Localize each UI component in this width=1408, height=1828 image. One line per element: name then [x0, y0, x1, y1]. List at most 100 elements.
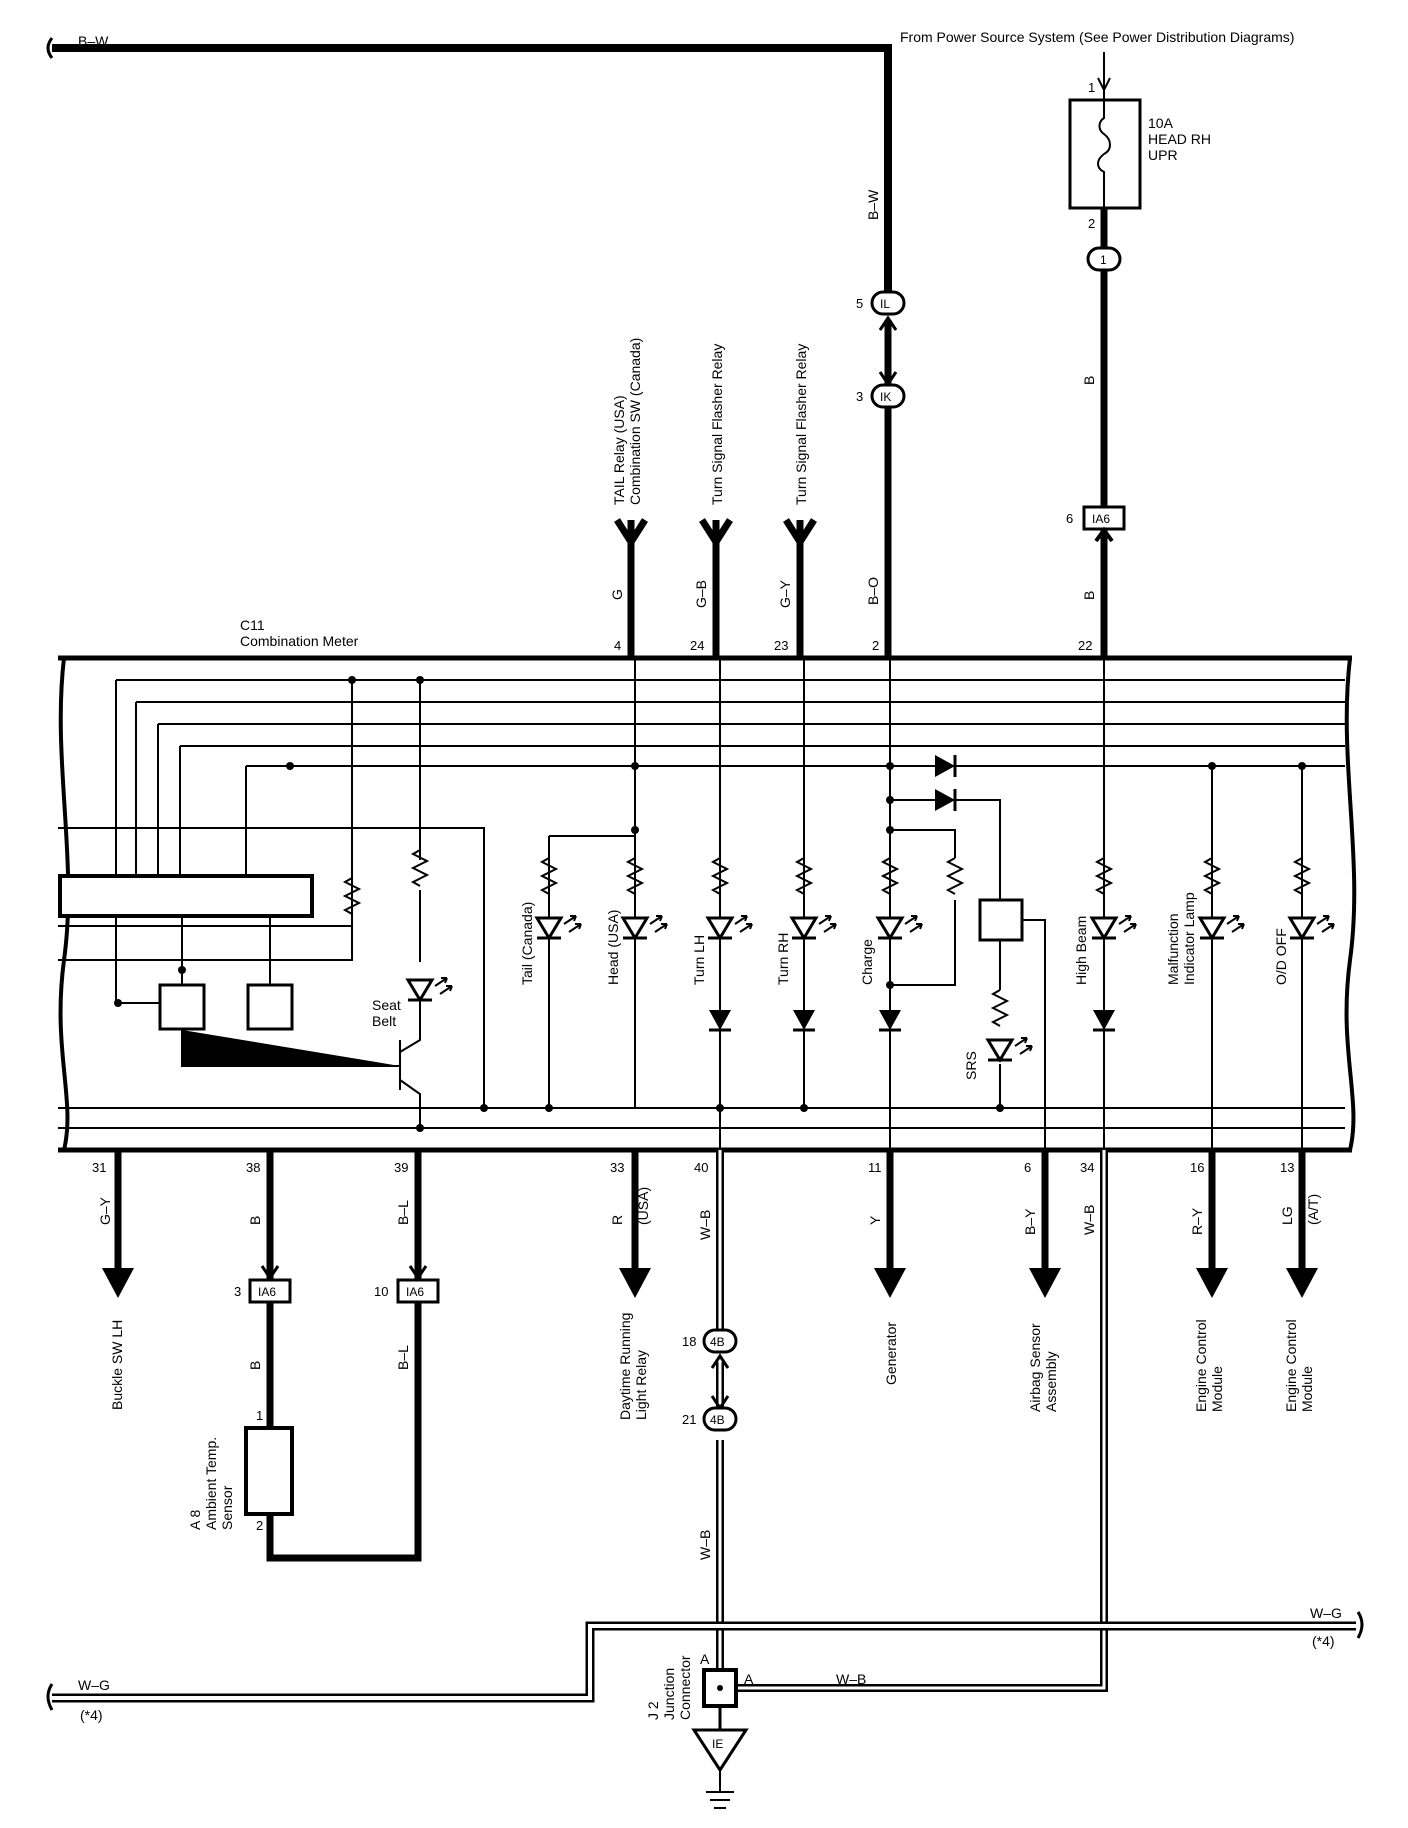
wire-label-b-top: B: [1081, 376, 1097, 385]
fuse-pin-in: 1: [1088, 80, 1095, 95]
lamp-srs-icon: [986, 1036, 1034, 1062]
junction-pin-right: A: [744, 1671, 754, 1687]
lamp-turn-rh-icon: [790, 914, 838, 940]
connector-4b-bottom: [702, 1406, 738, 1432]
lamp-turn-rh: Turn RH: [775, 933, 791, 985]
dest-ecm-2b: Module: [1299, 1366, 1315, 1412]
connector-il-label: IL: [880, 297, 890, 311]
wire-label-bo: B–O: [865, 577, 881, 605]
sensor-id: A 8: [187, 1510, 203, 1530]
lamp-srs: SRS: [963, 1051, 979, 1080]
lamp-high-beam: High Beam: [1073, 916, 1089, 985]
meter-bottom-pin-38: 38: [246, 1160, 260, 1175]
connector-4b-top-pin: 18: [682, 1334, 696, 1349]
dest-ecm-1b: Module: [1209, 1366, 1225, 1412]
connector-il-pin: 5: [856, 296, 863, 311]
lamp-tail-icon: [535, 914, 583, 940]
lamp-seat-1: Seat: [372, 997, 401, 1013]
wire-label-y: Y: [867, 1215, 883, 1225]
wire-label-wb-1: W–B: [697, 1210, 713, 1240]
lamp-head-icon: [621, 914, 669, 940]
lamp-turn-lh-icon: [706, 914, 754, 940]
connector-4b-bottom-label: 4B: [710, 1413, 725, 1427]
connector-ia6-top-pin: 6: [1066, 511, 1073, 526]
fuse-label-2: HEAD RH: [1148, 131, 1211, 147]
connector-4b-top: [702, 1328, 738, 1354]
wire-label-bw-top: B–W: [78, 33, 109, 49]
wire-label-bl-1: B–L: [395, 1200, 411, 1225]
power-source-label: From Power Source System (See Power Dist…: [900, 29, 1294, 45]
wire-label-bw-vert: B–W: [865, 189, 881, 220]
dest-tail-relay-2: Combination SW (Canada): [627, 338, 643, 505]
meter-bottom-pin-33: 33: [610, 1160, 624, 1175]
meter-name: Combination Meter: [240, 633, 359, 649]
connector-ia6-mid: [396, 1278, 440, 1304]
seat-belt-led-icon: [406, 976, 454, 1002]
meter-bottom-pin-39: 39: [394, 1160, 408, 1175]
wire-label-r-bottom: R: [609, 1215, 625, 1225]
lamp-high-beam-icon: [1090, 914, 1138, 940]
dest-ecm-1a: Engine Control: [1193, 1319, 1209, 1412]
dest-airbag-1: Airbag Sensor: [1027, 1323, 1043, 1412]
junction-line-2: Connector: [677, 1655, 693, 1720]
note-usa: (USA): [635, 1187, 651, 1225]
note-star4-right: (*4): [1312, 1633, 1335, 1649]
meter-bottom-pin-34: 34: [1080, 1160, 1094, 1175]
fuse-icon: [1097, 100, 1111, 208]
sensor-line-1: Ambient Temp.: [203, 1437, 219, 1530]
lamp-turn-lh: Turn LH: [691, 935, 707, 985]
lamp-head: Head (USA): [605, 910, 621, 985]
meter-bottom-pin-16: 16: [1190, 1160, 1204, 1175]
lamp-tail: Tail (Canada): [519, 902, 535, 985]
wire-label-wb-3: W–B: [1081, 1205, 1097, 1235]
connector-ia6-left-pin: 3: [234, 1284, 241, 1299]
wire-label-b-sensor: B: [247, 1361, 263, 1370]
connector-ik-label: IK: [880, 390, 891, 404]
dest-drl-2: Light Relay: [633, 1350, 649, 1420]
dest-drl-1: Daytime Running: [617, 1313, 633, 1420]
fuse-label-1: 10A: [1148, 115, 1174, 131]
dest-airbag-2: Assembly: [1043, 1351, 1059, 1412]
dest-ecm-2a: Engine Control: [1283, 1319, 1299, 1412]
ground-connector-icon: [691, 1728, 749, 1773]
meter-top-pin-2: 2: [872, 638, 879, 653]
meter-module-2: [246, 983, 294, 1031]
wire-label-by: B–Y: [1022, 1208, 1038, 1235]
junction-line-1: Junction: [661, 1668, 677, 1720]
meter-module-1: [158, 983, 206, 1031]
fuse-label-3: UPR: [1148, 147, 1178, 163]
connector-ia6-left-label: IA6: [258, 1285, 276, 1299]
ambient-temp-sensor: [244, 1426, 294, 1516]
wire-label-wg-left: W–G: [78, 1677, 110, 1693]
connector-1-label: 1: [1100, 253, 1107, 267]
lamp-od-off-icon: [1288, 914, 1336, 940]
srs-module: [978, 898, 1024, 942]
note-star4-left: (*4): [80, 1707, 103, 1723]
lamp-mil-icon: [1198, 914, 1246, 940]
connector-4b-top-label: 4B: [710, 1335, 725, 1349]
lamp-charge-icon: [876, 914, 924, 940]
transistor-icon: [399, 1000, 421, 1128]
sensor-line-2: Sensor: [219, 1485, 235, 1530]
lamp-mil-1: Malfunction: [1165, 913, 1181, 985]
lamp-charge: Charge: [859, 939, 875, 985]
wire-label-b-top2: B: [1081, 591, 1097, 600]
meter-bottom-pin-40: 40: [694, 1160, 708, 1175]
wire-label-g: G: [609, 589, 625, 600]
meter-bottom-pin-31: 31: [92, 1160, 106, 1175]
lamp-od-off: O/D OFF: [1273, 928, 1289, 985]
connector-ie-label: IE: [712, 1737, 723, 1751]
wire-label-gy-bottom: G–Y: [97, 1196, 113, 1225]
wire-label-bl-2: B–L: [395, 1345, 411, 1370]
lamp-mil-2: Indicator Lamp: [1181, 892, 1197, 985]
connector-ia6-mid-pin: 10: [374, 1284, 388, 1299]
connector-ia6-top-label: IA6: [1092, 512, 1110, 526]
junction-id: J 2: [645, 1701, 661, 1720]
connector-il: [870, 290, 906, 316]
wire-label-gy: G–Y: [777, 579, 793, 608]
wire-label-b-bottom: B: [247, 1216, 263, 1225]
wire-label-ry: R–Y: [1189, 1207, 1205, 1235]
gauge-block: [58, 874, 314, 918]
connector-ik-pin: 3: [856, 389, 863, 404]
sensor-pin-1: 1: [256, 1408, 263, 1423]
